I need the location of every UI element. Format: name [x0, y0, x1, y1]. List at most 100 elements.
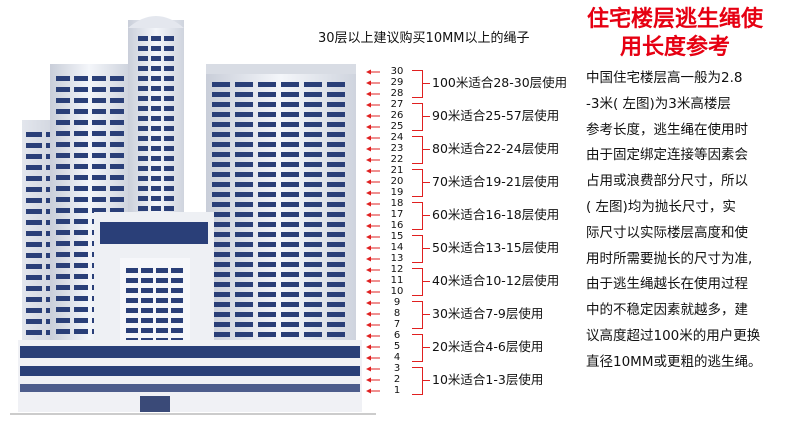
- floor-arrow-head: [366, 223, 371, 229]
- window: [151, 196, 161, 201]
- window: [235, 172, 253, 177]
- window: [156, 298, 168, 303]
- window: [304, 262, 322, 267]
- window: [74, 153, 88, 158]
- window: [74, 87, 88, 92]
- window: [235, 82, 253, 87]
- window: [164, 176, 174, 181]
- window: [26, 231, 42, 236]
- window: [258, 232, 276, 237]
- floor-number: 3: [393, 363, 401, 374]
- floor-arrow-head: [366, 256, 371, 262]
- window: [235, 112, 253, 117]
- window: [138, 206, 148, 211]
- range-bracket-tick: [422, 314, 430, 315]
- window: [74, 307, 88, 312]
- window: [235, 162, 253, 167]
- window: [281, 302, 299, 307]
- window: [327, 272, 345, 277]
- window: [126, 268, 138, 273]
- window: [212, 112, 230, 117]
- window: [212, 162, 230, 167]
- window: [281, 112, 299, 117]
- window: [235, 122, 253, 127]
- window: [74, 164, 88, 169]
- window: [304, 332, 322, 337]
- range-bracket: [412, 268, 423, 296]
- range-bracket-tick: [422, 149, 430, 150]
- window: [151, 186, 161, 191]
- window: [74, 98, 88, 103]
- window: [26, 209, 42, 214]
- window: [156, 278, 168, 283]
- window: [327, 142, 345, 147]
- range-bracket: [412, 334, 423, 362]
- window: [327, 322, 345, 327]
- window: [327, 152, 345, 157]
- window: [110, 164, 124, 169]
- window: [304, 192, 322, 197]
- window: [281, 202, 299, 207]
- window: [281, 162, 299, 167]
- window: [92, 153, 106, 158]
- range-bracket: [412, 70, 423, 98]
- title-line-1: 住宅楼层逃生绳使: [586, 7, 763, 32]
- window: [258, 162, 276, 167]
- window: [258, 312, 276, 317]
- range-label: 30米适合7-9层使用: [432, 306, 544, 321]
- window: [74, 274, 88, 279]
- floor-arrow-head: [366, 388, 371, 394]
- window: [138, 136, 148, 141]
- floor-arrow-head: [366, 80, 371, 86]
- window: [138, 186, 148, 191]
- floor-arrow-head: [366, 366, 371, 372]
- range-label: 70米适合19-21层使用: [432, 174, 560, 189]
- window: [138, 166, 148, 171]
- window: [74, 318, 88, 323]
- window: [235, 142, 253, 147]
- window: [212, 252, 230, 257]
- window: [212, 102, 230, 107]
- window: [235, 312, 253, 317]
- window: [281, 92, 299, 97]
- window: [304, 172, 322, 177]
- window: [110, 87, 124, 92]
- window: [164, 66, 174, 71]
- floor-arrow-head: [366, 168, 371, 174]
- window: [281, 82, 299, 87]
- window: [126, 288, 138, 293]
- window: [138, 116, 148, 121]
- window: [110, 208, 124, 213]
- window: [56, 87, 70, 92]
- window: [151, 86, 161, 91]
- window: [171, 318, 183, 323]
- window: [327, 82, 345, 87]
- window: [258, 322, 276, 327]
- window: [56, 131, 70, 136]
- window: [281, 182, 299, 187]
- window: [304, 272, 322, 277]
- floor-number: 21: [390, 165, 404, 176]
- window: [304, 102, 322, 107]
- window: [74, 285, 88, 290]
- window: [151, 116, 161, 121]
- floor-number: 24: [390, 132, 404, 143]
- window: [281, 212, 299, 217]
- floor-arrow-head: [366, 179, 371, 185]
- floor-number: 27: [390, 99, 404, 110]
- window: [26, 132, 42, 137]
- range-bracket: [412, 202, 423, 230]
- window: [56, 219, 70, 224]
- window: [151, 56, 161, 61]
- window: [151, 66, 161, 71]
- floor-arrow-head: [366, 201, 371, 207]
- window: [327, 132, 345, 137]
- window: [235, 102, 253, 107]
- window: [304, 152, 322, 157]
- window: [327, 332, 345, 337]
- window: [156, 268, 168, 273]
- window: [74, 263, 88, 268]
- window: [327, 312, 345, 317]
- window: [164, 106, 174, 111]
- range-bracket: [412, 136, 423, 164]
